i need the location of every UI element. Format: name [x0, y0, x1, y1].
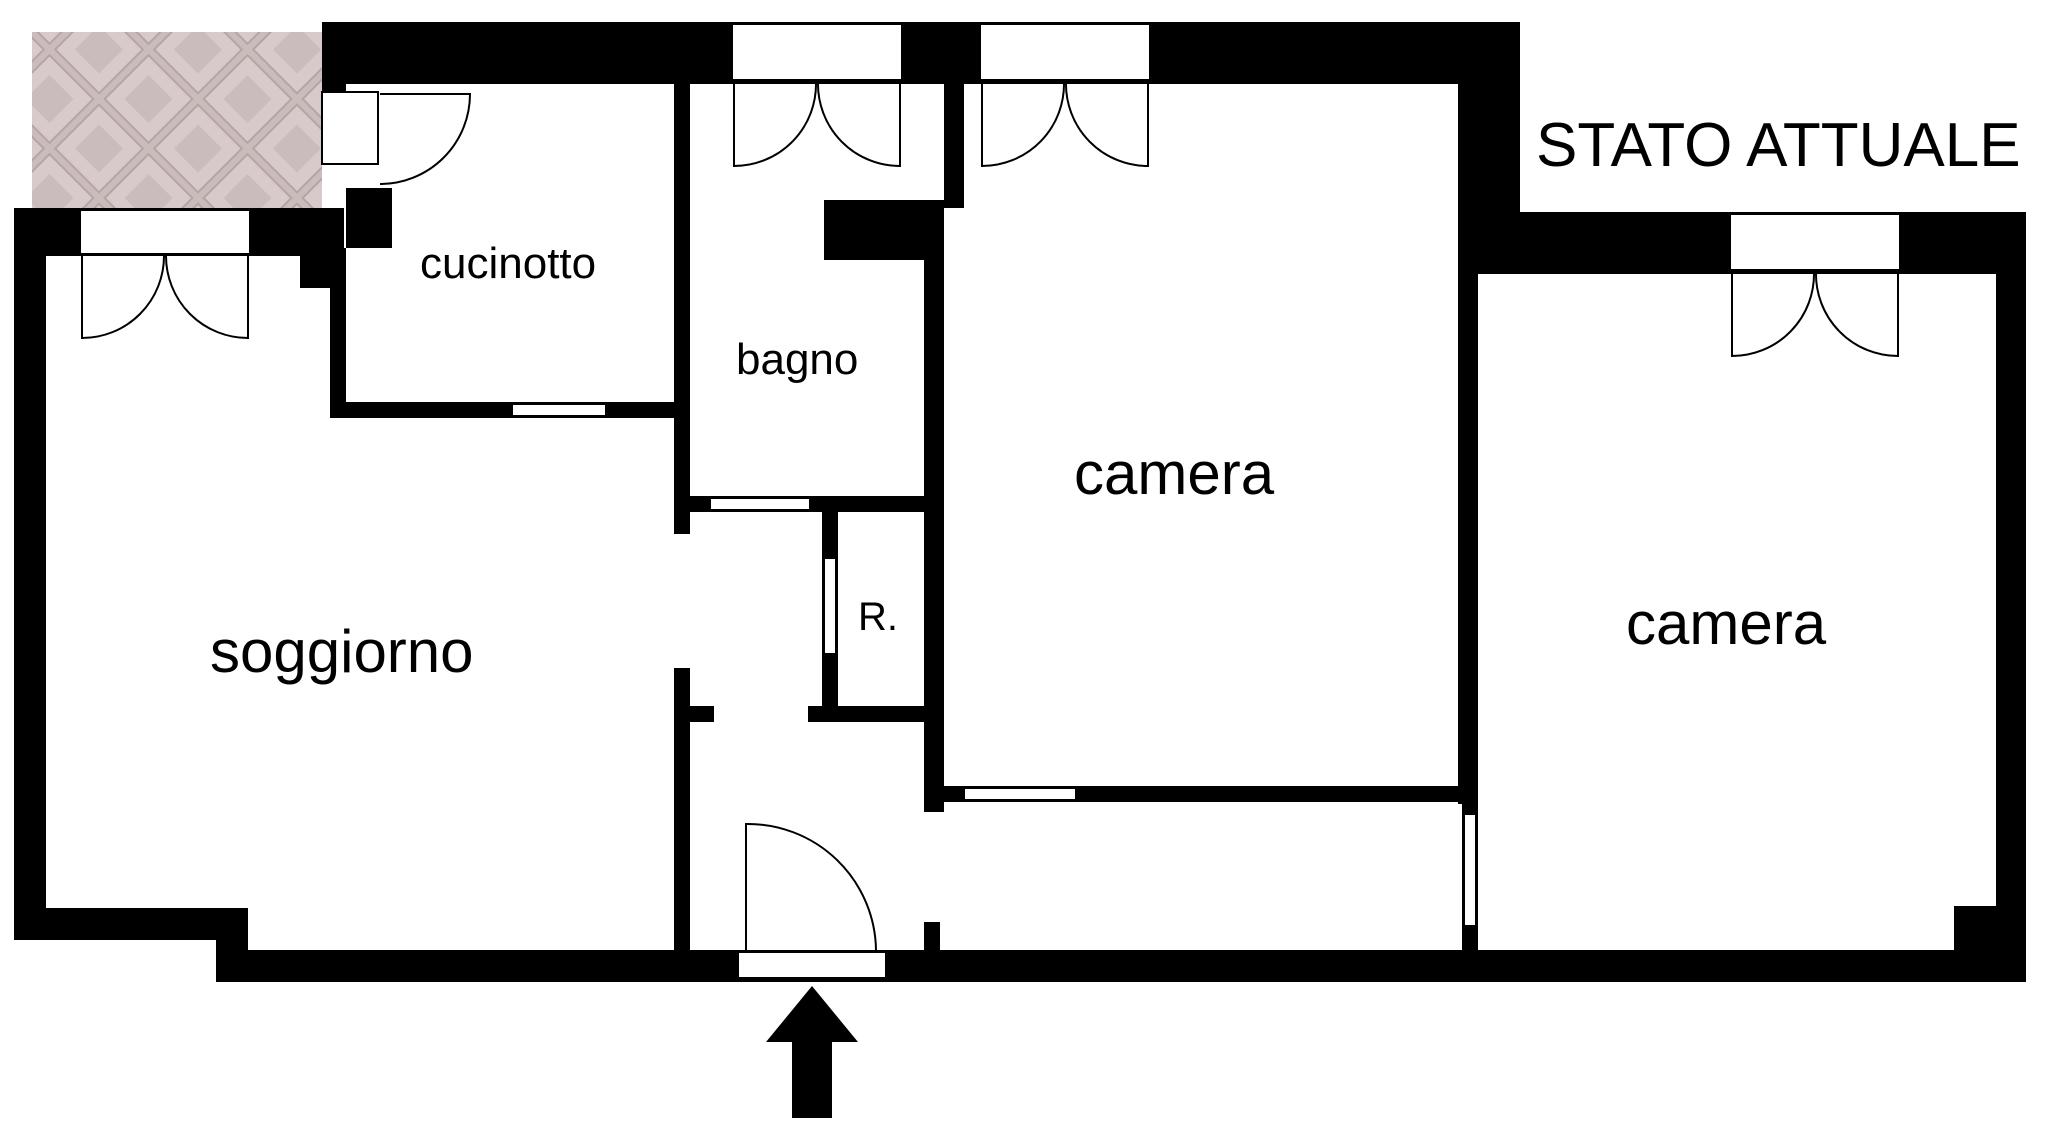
room-label-soggiorno: soggiorno — [210, 618, 474, 685]
windows — [79, 23, 1901, 271]
entrance-arrow-icon — [766, 986, 858, 1118]
room-label-camera-2: camera — [1626, 590, 1827, 657]
room-label-bagno: bagno — [736, 335, 858, 384]
door-swings — [81, 81, 1899, 951]
balcony — [32, 32, 322, 208]
interior-walls — [330, 84, 1478, 950]
room-label-camera-1: camera — [1074, 440, 1275, 507]
interior-doorways — [511, 403, 1477, 979]
room-label-cucinotto: cucinotto — [420, 239, 596, 288]
plan-title: STATO ATTUALE — [1536, 111, 2021, 180]
room-label-ripostiglio: R. — [858, 595, 898, 639]
